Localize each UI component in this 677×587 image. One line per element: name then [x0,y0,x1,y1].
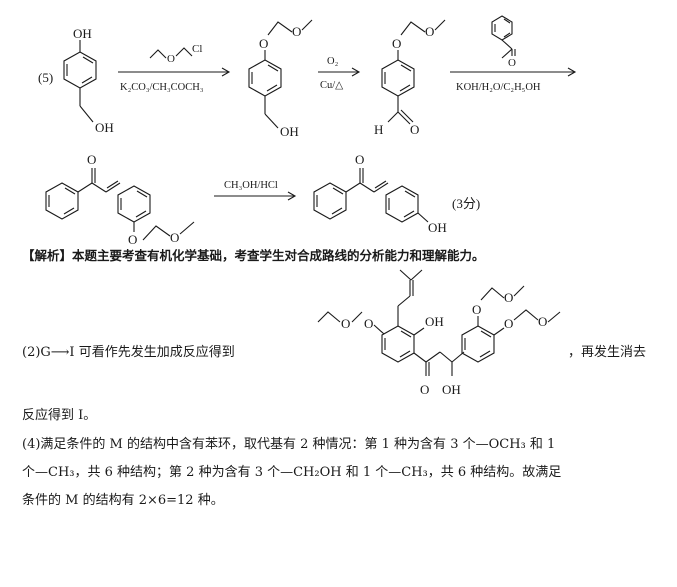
atom-o: O [420,382,429,397]
atom-oh: OH [95,120,114,135]
analysis-title: 【解析】 [22,248,73,263]
atom-o: O [425,24,434,39]
molecule-mom-benzyl-alcohol: O O OH [248,19,313,139]
reagent-label: K₂CO₃/CH₃COCH₃ [120,82,204,93]
score-label: (3分) [452,196,480,211]
atom-o: O [472,302,481,317]
atom-o: O [259,36,268,51]
atom-h: H [374,122,383,137]
atom-o: O [355,152,364,167]
atom-cl: Cl [192,43,202,55]
reagent-label: KOH/H₂O/C₂H₅OH [456,82,541,93]
atom-oh: OH [73,26,92,41]
atom-oh: OH [428,220,447,235]
atom-o: O [292,24,301,39]
atom-o: O [364,316,373,331]
analysis-p4-line3: 条件的 M 的结构有 2×6=12 种。 [22,493,224,508]
reaction-arrow-3: O KOH/H₂O/C₂H₅OH [450,15,577,93]
molecule-hydroxybenzyl-alcohol: OH OH [63,26,114,135]
atom-o: O [410,122,419,137]
molecule-mom-benzaldehyde: O O H O [374,19,446,137]
molecule-hydroxychalcone: O OH [313,152,447,235]
reagent-label: O₂ [327,56,339,67]
atom-o: O [128,232,137,247]
reaction-arrow-4: CH₃OH/HCl [214,180,297,201]
atom-o: O [508,57,516,69]
molecule-mom-chalcone: O O O [45,152,195,247]
reagent-label: Cu/△ [320,80,344,91]
analysis-p4-line2: 个—CH₃，共 6 种结构；第 2 种为含有 3 个—CH₂OH 和 1 个—C… [22,465,562,480]
analysis-p2-before: (2)G⟶I 可看作先发生加成反应得到 [22,345,235,360]
atom-o: O [504,316,513,331]
part-label: (5) [38,70,53,85]
reagent-label: CH₃OH/HCl [224,180,278,191]
analysis-p2-after: ，再发生消去 [568,345,647,360]
atom-o: O [170,230,179,245]
atom-o: O [392,36,401,51]
atom-oh: OH [280,124,299,139]
analysis-intro: 【解析】本题主要考查有机化学基础，考查学生对合成路线的分析能力和理解能力。 [22,247,485,266]
analysis-intro-text: 本题主要考查有机化学基础，考查学生对合成路线的分析能力和理解能力。 [72,248,485,263]
atom-oh: OH [442,382,461,397]
atom-o: O [341,316,350,331]
analysis-p4-line1: (4)满足条件的 M 的结构中含有苯环，取代基有 2 种情况：第 1 种为含有 … [22,437,556,452]
atom-o: O [87,152,96,167]
atom-o: O [538,314,547,329]
reaction-arrow-2: O₂ Cu/△ [318,56,361,91]
reaction-arrow-1: O Cl K₂CO₃/CH₃COCH₃ [118,43,231,93]
atom-oh: OH [425,314,444,329]
molecule-intermediate-adduct: O O OH O OH O O [317,269,561,397]
analysis-p2-end: 反应得到 I。 [22,408,97,423]
atom-o: O [167,53,175,65]
reaction-scheme: (5) OH OH O Cl K₂CO₃/CH₃COCH₃ O O OH [38,15,577,397]
atom-o: O [504,290,513,305]
